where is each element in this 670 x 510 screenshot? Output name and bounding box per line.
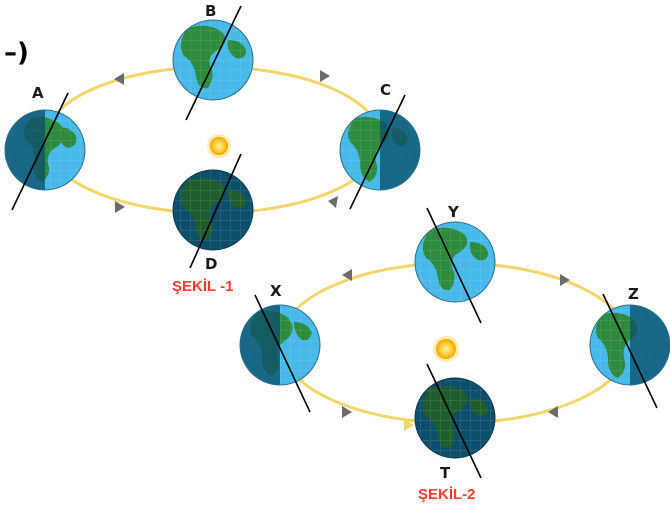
position-label-x: X (270, 282, 282, 300)
orbit-arrow (548, 406, 558, 418)
earth-globe-c (339, 94, 421, 210)
orbit-arrow (560, 274, 570, 286)
orbit-arrow (328, 196, 338, 208)
position-label-y: Y (448, 203, 459, 221)
orbit-arrow (114, 73, 124, 85)
earth-globe-t (414, 363, 496, 479)
position-label-d: D (205, 255, 218, 273)
sun-icon (433, 336, 459, 362)
position-label-c: C (380, 81, 392, 99)
earth-globe-z (589, 293, 670, 409)
earth-globe-x (239, 294, 321, 413)
orbit-arrow (404, 419, 414, 431)
earth-globe-d (172, 153, 254, 269)
orbit-arrow (342, 406, 352, 418)
orbit-arrow (342, 269, 352, 281)
position-label-b: B (205, 2, 217, 20)
figure-1 (4, 5, 421, 269)
figure-1-caption: ŞEKİL -1 (172, 278, 234, 295)
earth-globe-a (4, 92, 86, 211)
question-marker: –) (4, 38, 29, 68)
figure-2 (239, 207, 670, 479)
position-label-a: A (32, 84, 44, 102)
earth-globe-y (414, 207, 496, 324)
earth-globe-b (172, 5, 254, 121)
position-label-z: Z (628, 285, 639, 303)
orbit-arrow (115, 201, 125, 213)
orbit-arrow (320, 70, 330, 82)
sun-icon (207, 134, 231, 158)
figure-2-caption: ŞEKİL-2 (418, 486, 476, 503)
position-label-t: T (440, 464, 451, 482)
